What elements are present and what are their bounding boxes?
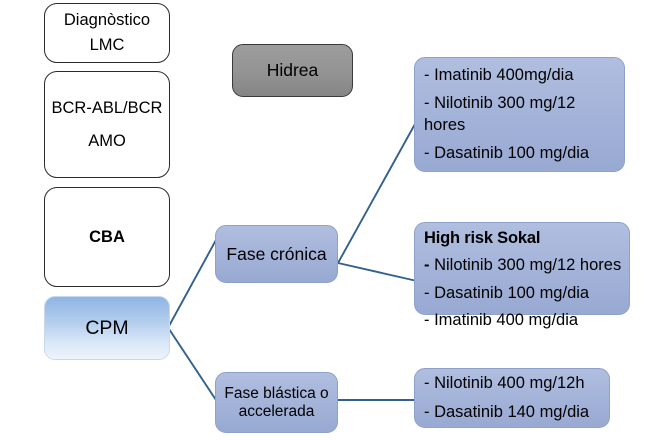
treatment-item: - Dasatinib 100 mg/dia [424,283,590,302]
node-hidrea-label: Hidrea [266,60,319,80]
node-standard-treatment[interactable]: - Imatinib 400mg/dia - Nilotinib 300 mg/… [414,57,625,172]
treatment-item: - Dasatinib 100 mg/dia [424,143,590,162]
node-blastic-treatment[interactable]: - Nilotinib 400 mg/12h - Dasatinib 140 m… [414,368,610,428]
treatment-item: - Nilotinib 300 mg/12 hores [424,256,622,275]
node-diagnostico-lmc-line2: LMC [89,36,125,54]
node-cba[interactable]: CBA [44,187,170,287]
treatment-item: - Imatinib 400mg/dia [424,65,574,84]
node-high-risk-sokal-treatment[interactable]: High risk Sokal - Nilotinib 300 mg/12 ho… [414,222,630,329]
connector-fase-cronica-to-high-risk [337,262,418,282]
node-hidrea[interactable]: Hidrea [232,44,353,97]
node-cpm[interactable]: CPM [44,296,170,360]
node-fase-blastica-line1: Fase blástica o [224,384,329,402]
connector-fase-cronica-to-standard [337,123,416,264]
node-cpm-label: CPM [85,316,129,339]
node-diagnostico-lmc[interactable]: Diagnòstico LMC [44,3,170,63]
connector-cpm-to-fase-blastica [168,328,217,401]
node-fase-blastica-line2: accelerada [238,402,315,420]
node-bcr-abl-line2: AMO [88,131,126,150]
node-fase-cronica[interactable]: Fase crónica [215,225,338,283]
treatment-item: - Imatinib 400 mg/dia [424,311,579,330]
treatment-item: - Nilotinib 300 mg/12 hores [424,94,576,134]
node-bcr-abl-bcr-amo[interactable]: BCR-ABL/BCR AMO [44,71,170,178]
node-bcr-abl-line1: BCR-ABL/BCR [51,98,163,117]
node-fase-blastica-accelerada[interactable]: Fase blástica o accelerada [215,372,338,433]
connector-cpm-to-fase-cronica [168,239,217,327]
treatment-item: - Dasatinib 140 mg/dia [424,403,590,421]
treatment-item: - Nilotinib 400 mg/12h [424,373,585,392]
high-risk-sokal-heading: High risk Sokal [424,229,541,247]
node-cba-label: CBA [89,227,125,246]
node-fase-cronica-label: Fase crónica [226,243,327,264]
node-diagnostico-lmc-line1: Diagnòstico [63,11,151,30]
